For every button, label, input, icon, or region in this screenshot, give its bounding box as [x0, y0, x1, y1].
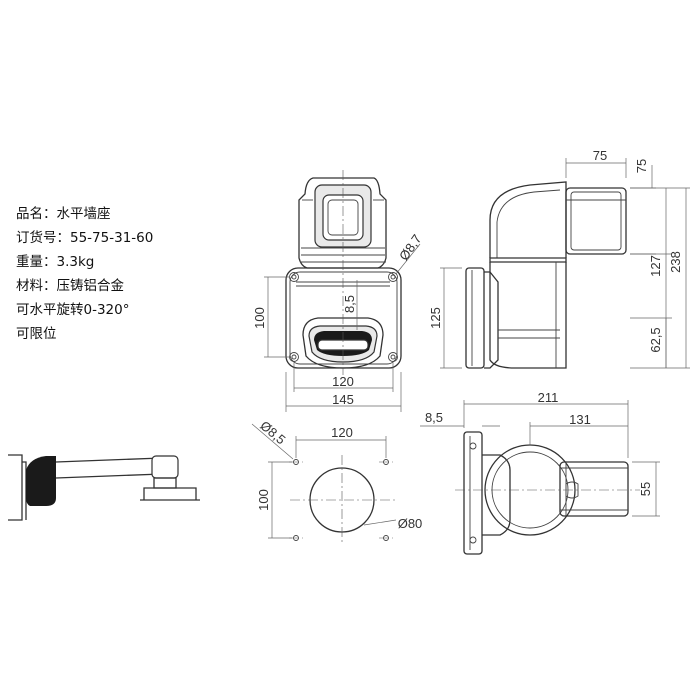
spec-order-number: 订货号：55-75-31-60	[16, 230, 154, 246]
front-dim-8-5: 8,5	[342, 295, 357, 313]
side-view	[440, 158, 690, 369]
top-view	[420, 400, 660, 555]
hole-dim-120: 120	[331, 425, 353, 440]
spec-product-name: 品名：水平墙座	[16, 206, 111, 222]
spec-limit: 可限位	[16, 326, 57, 342]
side-dim-238: 238	[668, 251, 683, 273]
front-view	[264, 170, 421, 412]
hole-dim-d8-5: Ø8,5	[257, 418, 288, 448]
side-dim-125: 125	[428, 307, 443, 329]
top-dim-55: 55	[638, 482, 653, 496]
installation-sketch	[8, 454, 200, 521]
top-dim-131: 131	[569, 412, 591, 427]
top-dim-211: 211	[538, 390, 559, 405]
front-dim-145: 145	[332, 392, 354, 407]
spec-rotation: 可水平旋转0-320°	[16, 302, 130, 318]
side-dim-75-horizontal: 75	[593, 148, 607, 163]
hole-dim-d80: Ø80	[398, 516, 423, 531]
side-dim-75-vertical: 75	[634, 159, 649, 173]
spec-weight: 重量：3.3kg	[16, 254, 95, 270]
side-dim-127: 127	[648, 255, 663, 277]
top-dim-8-5: 8,5	[425, 410, 443, 425]
spec-material: 材料：压铸铝合金	[16, 278, 124, 294]
front-dim-120: 120	[332, 374, 354, 389]
hole-dim-100: 100	[256, 489, 271, 511]
front-dim-hole-d8-7: Ø8,7	[396, 232, 424, 264]
side-dim-62-5: 62,5	[648, 327, 663, 352]
hole-pattern-view	[251, 423, 397, 545]
front-dim-100: 100	[252, 307, 267, 329]
